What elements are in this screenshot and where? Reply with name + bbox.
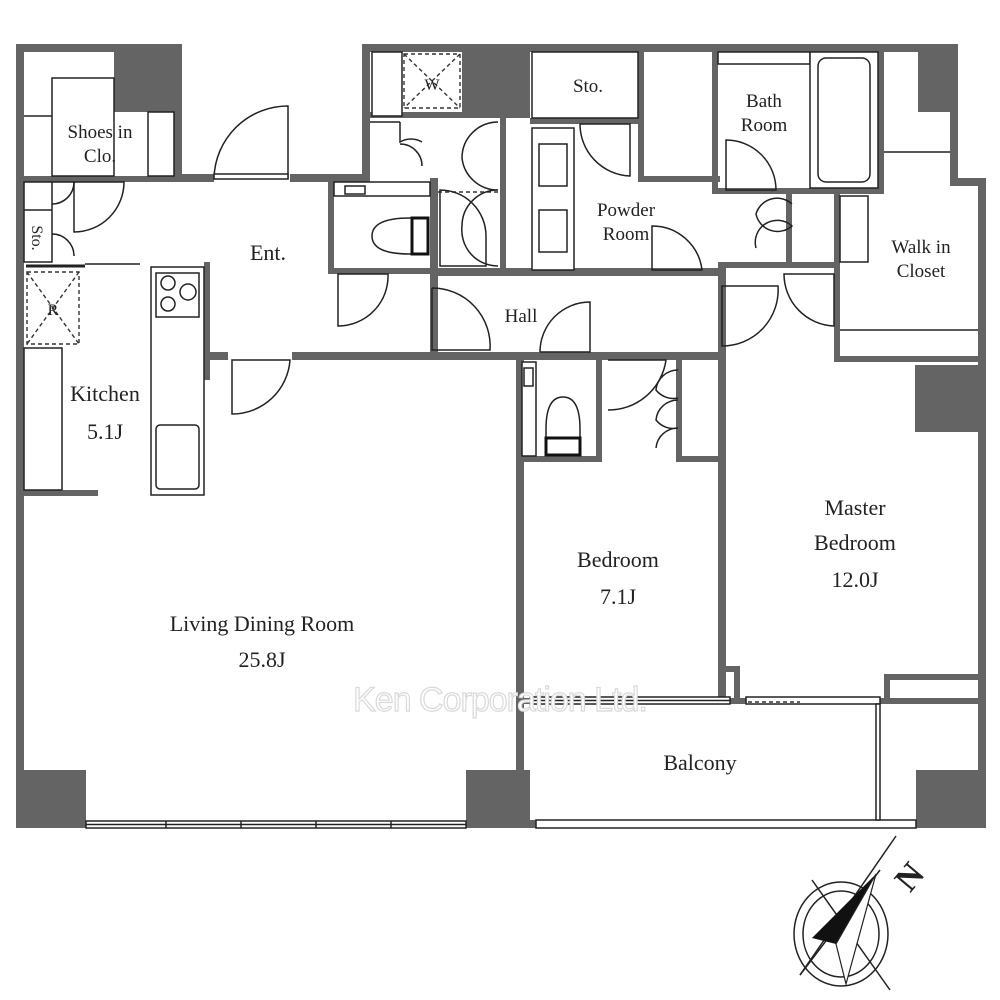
powder-room-label-2: Room [603, 224, 650, 245]
washer-label: W [424, 77, 440, 94]
entrance-door [213, 105, 289, 179]
shoes-closet-label-2: Clo. [84, 146, 116, 167]
kitchen-size: 5.1J [87, 419, 124, 444]
north-arrow-icon: N [793, 835, 932, 991]
balcony-label: Balcony [663, 750, 736, 775]
windows [85, 696, 917, 829]
doors [51, 105, 835, 449]
bedroom-size: 7.1J [600, 584, 637, 609]
washer-space [403, 53, 461, 109]
refrigerator-space [26, 271, 80, 345]
watermark: Ken Corporation Ltd. [353, 681, 647, 719]
north-label: N [888, 856, 932, 899]
room-labels: Shoes in Clo. Ent. Sto. R W Sto. Bath Ro… [28, 76, 951, 775]
storage-left-label: Sto. [28, 225, 45, 250]
living-dining-label: Living Dining Room [170, 611, 355, 636]
powder-room-label: Powder [597, 200, 656, 221]
bedroom-label: Bedroom [577, 547, 659, 572]
living-dining-size: 25.8J [238, 647, 286, 672]
sink [155, 424, 200, 490]
bath-room-label-2: Room [741, 115, 788, 136]
master-bedroom-size: 12.0J [831, 567, 879, 592]
fixtures [23, 51, 978, 496]
storage-top-label: Sto. [573, 76, 603, 97]
refrigerator-label: R [48, 302, 59, 319]
shoes-closet-label: Shoes in [68, 122, 133, 143]
kitchen-label: Kitchen [70, 381, 140, 406]
hall-label: Hall [505, 306, 538, 327]
walk-in-closet-label-2: Closet [897, 261, 946, 282]
master-bedroom-label: Master [824, 495, 886, 520]
entrance-label: Ent. [250, 240, 286, 265]
bath-room-label: Bath [746, 91, 782, 112]
master-bedroom-label-2: Bedroom [814, 530, 896, 555]
walls [16, 44, 986, 828]
walk-in-closet-label: Walk in [891, 237, 951, 258]
